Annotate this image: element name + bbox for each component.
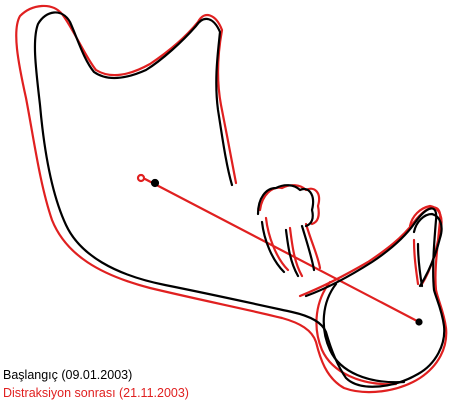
black-measurement-endpoint	[417, 320, 422, 325]
black-reference-point	[152, 180, 158, 186]
black-mandible-body	[35, 12, 444, 386]
red-measurement-line	[145, 179, 419, 322]
initial-outline	[35, 12, 444, 386]
legend-post-distraction-label: Distraksiyon sonrası (21.11.2003)	[3, 387, 189, 400]
legend-initial-label: Başlangıç (09.01.2003)	[3, 369, 132, 382]
red-reference-point	[138, 175, 144, 181]
red-mandible-body	[16, 6, 446, 392]
black-molar-roots	[262, 222, 314, 276]
post-distraction-outline	[16, 6, 446, 392]
